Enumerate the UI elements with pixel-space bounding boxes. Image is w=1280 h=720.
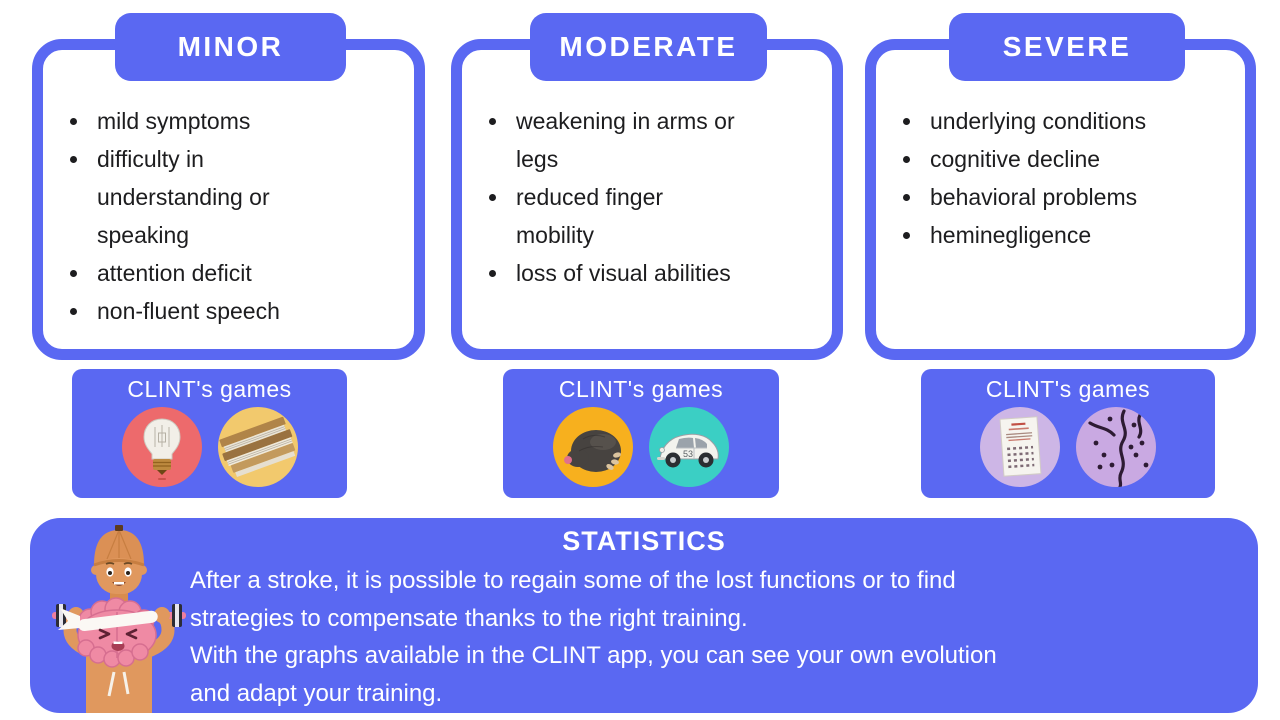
symptom-list-moderate: weakening in arms or legs reduced finger… (486, 102, 822, 292)
games-panel-label: CLINT's games (127, 376, 292, 402)
severity-title-moderate: MODERATE (530, 13, 767, 81)
symptom-item: underlying conditions (924, 102, 1235, 140)
severity-card-moderate: weakening in arms or legs reduced finger… (451, 39, 843, 360)
severity-title-minor: MINOR (115, 13, 346, 81)
pill-label: MODERATE (559, 31, 738, 62)
game-icon-row (121, 407, 298, 487)
games-panel-severe: CLINT's games (921, 369, 1215, 498)
beetle-car-icon: 53 (649, 407, 729, 487)
symptom-item: non-fluent speech (91, 292, 404, 330)
severity-card-minor: mild symptoms difficulty in understandin… (32, 39, 425, 360)
brain-trainer-illustration (52, 525, 186, 713)
symptom-item: reduced finger mobility (510, 178, 822, 254)
symptom-item: weakening in arms or legs (510, 102, 822, 178)
statistics-line: strategies to compensate thanks to the r… (190, 604, 748, 632)
symptom-item: difficulty in understanding or speaking (91, 140, 404, 254)
games-panel-minor: CLINT's games (72, 369, 347, 498)
car-number-label: 53 (683, 449, 693, 459)
book-stack-icon (217, 407, 298, 487)
games-panel-label: CLINT's games (985, 376, 1151, 402)
pill-label: SEVERE (1002, 31, 1132, 62)
mole-icon (553, 407, 633, 487)
games-panel-label: CLINT's games (558, 376, 724, 402)
symptom-list-severe: underlying conditions cognitive decline … (900, 102, 1235, 254)
symptom-list-minor: mild symptoms difficulty in understandin… (67, 102, 404, 330)
statistics-title: STATISTICS (562, 526, 726, 556)
symptom-item: behavioral problems (924, 178, 1235, 216)
calendar-sheet-icon (980, 407, 1060, 487)
brain-trainer-character (52, 520, 186, 713)
statistics-line: With the graphs available in the CLINT a… (190, 642, 997, 669)
game-icon-row (980, 407, 1156, 487)
severity-card-severe: underlying conditions cognitive decline … (865, 39, 1256, 360)
symptom-item: loss of visual abilities (510, 254, 822, 292)
pill-label: MINOR (177, 31, 284, 62)
severity-title-severe: SEVERE (949, 13, 1185, 81)
statistics-text: After a stroke, it is possible to regain… (190, 562, 997, 712)
statistics-line: After a stroke, it is possible to regain… (190, 567, 956, 594)
statistics-section: STATISTICS After a stroke, it is possibl… (30, 518, 1258, 713)
symptom-item: cognitive decline (924, 140, 1235, 178)
statistics-line: and adapt your training. (190, 679, 443, 707)
symptom-item: attention deficit (91, 254, 404, 292)
game-icon-row: 53 (553, 407, 729, 487)
games-panel-moderate: CLINT's games (503, 369, 779, 498)
lightbulb-icon (121, 407, 202, 487)
tree-branches-icon (1076, 407, 1156, 487)
symptom-item: heminegligence (924, 216, 1235, 254)
symptom-item: mild symptoms (91, 102, 404, 140)
